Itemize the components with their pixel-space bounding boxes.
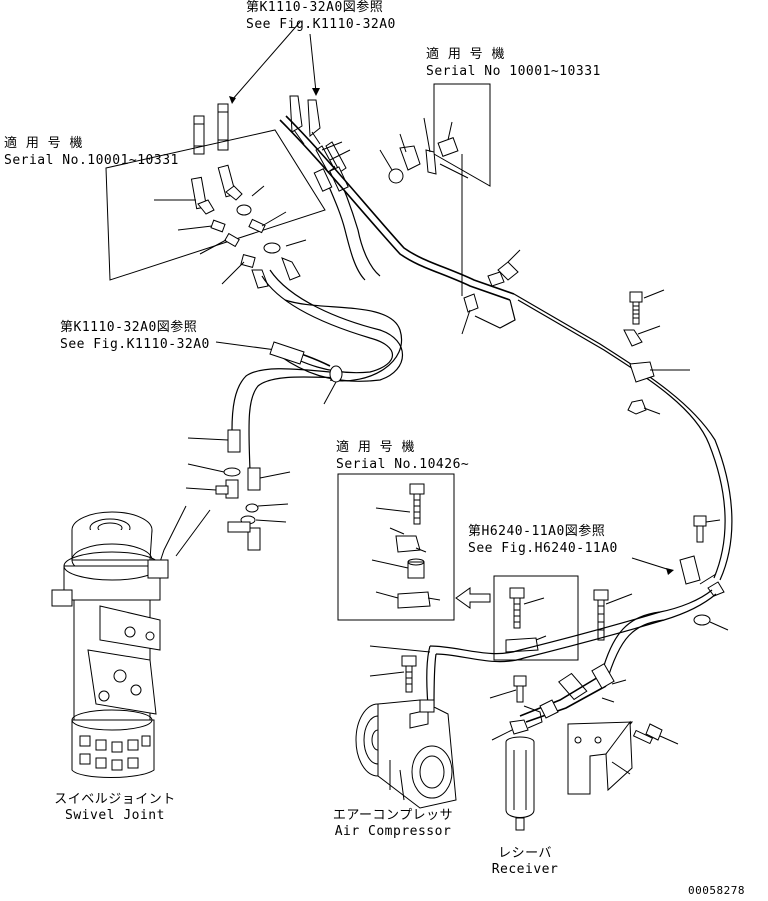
hose-fitting-icon xyxy=(227,521,261,551)
bracket-icon xyxy=(567,720,634,795)
leader-line xyxy=(215,341,277,351)
bolt-icon xyxy=(409,483,425,525)
clamp-icon xyxy=(629,361,655,383)
clamp-icon xyxy=(399,145,421,171)
bolt-icon xyxy=(401,655,417,693)
serial-mid-jp: 適 用 号 機 xyxy=(336,440,415,455)
ref-mid-en: See Fig.K1110-32A0 xyxy=(60,337,210,352)
bolt-icon xyxy=(632,723,663,745)
clamp-icon xyxy=(263,242,281,254)
hose-fitting-icon xyxy=(247,467,261,491)
clamp-icon xyxy=(463,293,479,313)
swivel-joint-caption-en: Swivel Joint xyxy=(65,808,165,823)
air-compressor-icon xyxy=(355,699,457,809)
leader-line xyxy=(309,33,317,93)
bolt-icon xyxy=(509,587,525,629)
clamp-icon xyxy=(505,637,539,653)
receiver-caption-en: Receiver xyxy=(491,862,559,877)
serial-mid-en: Serial No.10426~ xyxy=(336,457,470,472)
swivel-joint-icon xyxy=(51,511,169,778)
serial-box xyxy=(105,129,326,281)
serial-box xyxy=(493,575,579,661)
ref-top-en: See Fig.K1110-32A0 xyxy=(246,17,396,32)
hose-fitting-icon xyxy=(215,479,239,499)
clamp-icon xyxy=(693,614,711,626)
clamp-icon xyxy=(236,204,252,216)
serial-tl-jp: 適 用 号 機 xyxy=(4,136,83,151)
serial-tl-en: Serial No.10001~10331 xyxy=(4,153,179,168)
receiver-caption-jp: レシーバ xyxy=(498,846,552,861)
bolt-icon xyxy=(693,515,707,543)
air-compressor-caption-en: Air Compressor xyxy=(334,824,452,839)
clamp-icon xyxy=(679,555,701,585)
bolt-icon xyxy=(593,589,609,641)
air-compressor-caption-jp: エアーコンプレッサ xyxy=(332,808,454,823)
clamp-icon xyxy=(397,591,431,609)
bolt-icon xyxy=(513,675,527,703)
hose-fitting-icon xyxy=(193,103,229,155)
ref-right-jp: 第H6240-11A0図参照 xyxy=(468,524,606,539)
arrow-left-icon xyxy=(455,587,491,609)
serial-box xyxy=(337,473,455,621)
leader-line xyxy=(631,557,671,571)
receiver-tank-icon xyxy=(489,675,543,831)
clamp-icon xyxy=(627,399,647,415)
hose-fitting-icon xyxy=(313,141,349,192)
clamp-icon xyxy=(395,535,421,553)
swivel-joint-caption-jp: スイベルジョイント xyxy=(54,792,176,807)
serial-tr-jp: 適 用 号 機 xyxy=(426,47,505,62)
ref-top-jp: 第K1110-32A0図参照 xyxy=(246,0,384,15)
serial-tr-en: Serial No 10001~10331 xyxy=(426,64,601,79)
hose-fitting-icon xyxy=(227,429,241,453)
clamp-icon xyxy=(437,137,459,157)
ref-right-en: See Fig.H6240-11A0 xyxy=(468,541,618,556)
ref-mid-jp: 第K1110-32A0図参照 xyxy=(60,320,198,335)
leader-line xyxy=(231,21,301,101)
bolt-icon xyxy=(487,249,521,287)
hose-fitting-icon xyxy=(190,164,243,215)
serial-box xyxy=(433,83,491,187)
bolt-icon xyxy=(629,291,643,325)
drawing-number: 00058278 xyxy=(688,884,745,897)
